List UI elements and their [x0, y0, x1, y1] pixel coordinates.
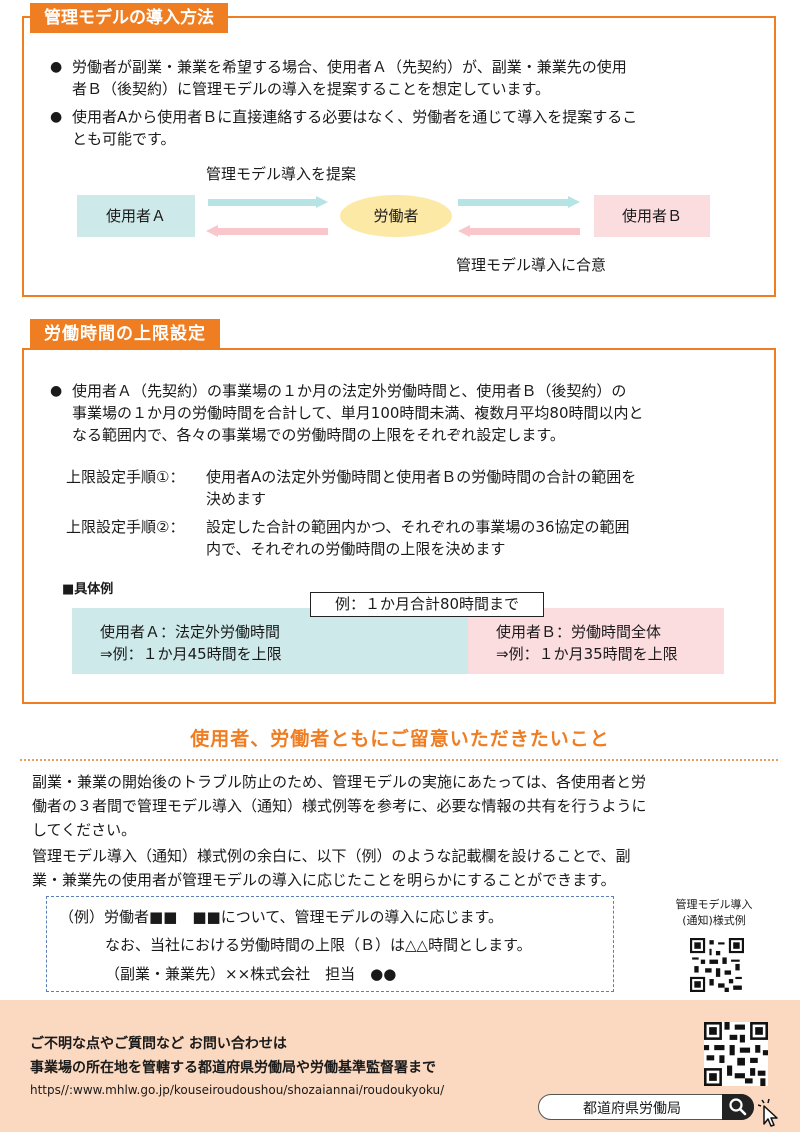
agree-label: 管理モデル導入に合意	[456, 256, 607, 274]
section-title: 管理モデルの導入方法	[30, 3, 228, 33]
section-title: 労働時間の上限設定	[30, 319, 220, 349]
paragraph-line: 働者の３者間で管理モデル導入（通知）様式例等を参考に、必要な情報の共有を行うよう…	[32, 797, 647, 815]
qr-code-icon[interactable]	[704, 1022, 768, 1086]
bullet-item: 労働者が副業・兼業を希望する場合、使用者Ａ（先契約）が、副業・兼業先の使用 者Ｂ…	[50, 56, 750, 100]
step-line: 内で、それぞれの労働時間の上限を決めます	[206, 540, 506, 558]
arrow-right-icon	[208, 196, 328, 209]
step-label: 上限設定手順①：	[66, 468, 185, 486]
example-a-text: 使用者Ａ：法定外労働時間 ⇒例：１か月45時間を上限	[100, 621, 282, 665]
cursor-icon	[758, 1098, 778, 1127]
example-line: ⇒例：１か月35時間を上限	[496, 645, 678, 663]
bullet-line: なる範囲内で、各々の事業場での労働時間の上限をそれぞれ設定します。	[72, 426, 565, 444]
example-employer-b: 使用者Ｂ：労働時間全体 ⇒例：１か月35時間を上限	[468, 608, 724, 674]
qr-caption-line: (通知)様式例	[682, 914, 746, 927]
example-line: 使用者Ａ：法定外労働時間	[100, 623, 281, 641]
qr-caption: 管理モデル導入 (通知)様式例	[660, 897, 768, 929]
arrow-left-icon	[206, 225, 328, 238]
qr-code-icon[interactable]	[690, 938, 744, 992]
bullet-item: 使用者Aから使用者Ｂに直接連絡する必要はなく、労働者を通じて導入を提案するこ と…	[50, 106, 750, 150]
paragraph-line: 副業・兼業の開始後のトラブル防止のため、管理モデルの実施にあたっては、各使用者と…	[32, 773, 646, 791]
step-label: 上限設定手順②：	[66, 518, 185, 536]
employer-b-box: 使用者Ｂ	[594, 195, 710, 237]
arrow-left-icon	[458, 225, 580, 238]
footer-line-1: ご不明な点やご質問など お問い合わせは	[30, 1036, 287, 1052]
dotted-divider	[20, 759, 778, 761]
example-statement-line: （副業・兼業先）××株式会社 担当 ●●	[105, 965, 397, 983]
paragraph-line: 業・兼業先の使用者が管理モデルの導入に応じたことを明らかにすることができます。	[32, 871, 616, 889]
qr-caption-line: 管理モデル導入	[675, 898, 753, 911]
example-line: ⇒例：１か月45時間を上限	[100, 645, 282, 663]
arrow-right-icon	[458, 196, 580, 209]
example-statement-line: （例）労働者■■ ■■について、管理モデルの導入に応じます。	[59, 908, 503, 926]
example-line: 使用者Ｂ：労働時間全体	[496, 623, 662, 641]
step-line: 決めます	[206, 490, 267, 508]
procedure-step-2: 上限設定手順②： 設定した合計の範囲内かつ、それぞれの事業場の36協定の範囲 内…	[66, 516, 766, 560]
example-statement-line: なお、当社における労働時間の上限（Ｂ）は△△時間とします。	[105, 936, 532, 954]
example-employer-a: 使用者Ａ：法定外労働時間 ⇒例：１か月45時間を上限	[72, 608, 468, 674]
step-body: 使用者Aの法定外労働時間と使用者Ｂの労働時間の合計の範囲を 決めます	[206, 466, 726, 510]
search-text: 都道府県労働局	[583, 1101, 681, 1117]
footer-url-link[interactable]: https//:www.mhlw.go.jp/kouseiroudoushou/…	[30, 1083, 445, 1097]
bullet-line: 者Ｂ（後契約）に管理モデルの導入を提案することを想定しています。	[72, 80, 551, 98]
employer-a-box: 使用者Ａ	[77, 195, 195, 237]
example-total-box: 例：１か月合計80時間まで	[310, 592, 544, 617]
search-icon	[729, 1098, 747, 1116]
notice-paragraph-2: 管理モデル導入（通知）様式例の余白に、以下（例）のような記載欄を設けることで、副…	[32, 844, 772, 892]
step-line: 使用者Aの法定外労働時間と使用者Ｂの労働時間の合計の範囲を	[206, 468, 637, 486]
example-b-text: 使用者Ｂ：労働時間全体 ⇒例：１か月35時間を上限	[496, 621, 678, 665]
bullet-line: 事業場の１か月の労働時間を合計して、単月100時間未満、複数月平均80時間以内と	[72, 404, 644, 422]
search-box[interactable]: 都道府県労働局	[538, 1094, 754, 1120]
step-body: 設定した合計の範囲内かつ、それぞれの事業場の36協定の範囲 内で、それぞれの労働…	[206, 516, 726, 560]
bullet-item: 使用者Ａ（先契約）の事業場の１か月の法定外労働時間と、使用者Ｂ（後契約）の 事業…	[50, 380, 750, 446]
bullet-line: 使用者Ａ（先契約）の事業場の１か月の法定外労働時間と、使用者Ｂ（後契約）の	[72, 382, 627, 400]
step-line: 設定した合計の範囲内かつ、それぞれの事業場の36協定の範囲	[206, 518, 630, 536]
procedure-step-1: 上限設定手順①： 使用者Aの法定外労働時間と使用者Ｂの労働時間の合計の範囲を 決…	[66, 466, 766, 510]
worker-oval: 労働者	[340, 195, 452, 237]
paragraph-line: してください。	[32, 821, 137, 839]
propose-label: 管理モデル導入を提案	[206, 165, 357, 183]
example-heading: ■具体例	[62, 582, 114, 597]
example-statement-box: （例）労働者■■ ■■について、管理モデルの導入に応じます。 なお、当社における…	[46, 896, 614, 992]
footer-line-2: 事業場の所在地を管轄する都道府県労働局や労働基準監督署まで	[30, 1060, 436, 1076]
notice-title: 使用者、労働者ともにご留意いただきたいこと	[190, 728, 610, 750]
search-button[interactable]	[722, 1094, 754, 1120]
bullet-line: 使用者Aから使用者Ｂに直接連絡する必要はなく、労働者を通じて導入を提案するこ	[72, 108, 638, 126]
paragraph-line: 管理モデル導入（通知）様式例の余白に、以下（例）のような記載欄を設けることで、副	[32, 847, 631, 865]
bullet-line: 労働者が副業・兼業を希望する場合、使用者Ａ（先契約）が、副業・兼業先の使用	[72, 58, 627, 76]
bullet-line: とも可能です。	[72, 130, 176, 148]
notice-paragraph-1: 副業・兼業の開始後のトラブル防止のため、管理モデルの実施にあたっては、各使用者と…	[32, 770, 772, 842]
